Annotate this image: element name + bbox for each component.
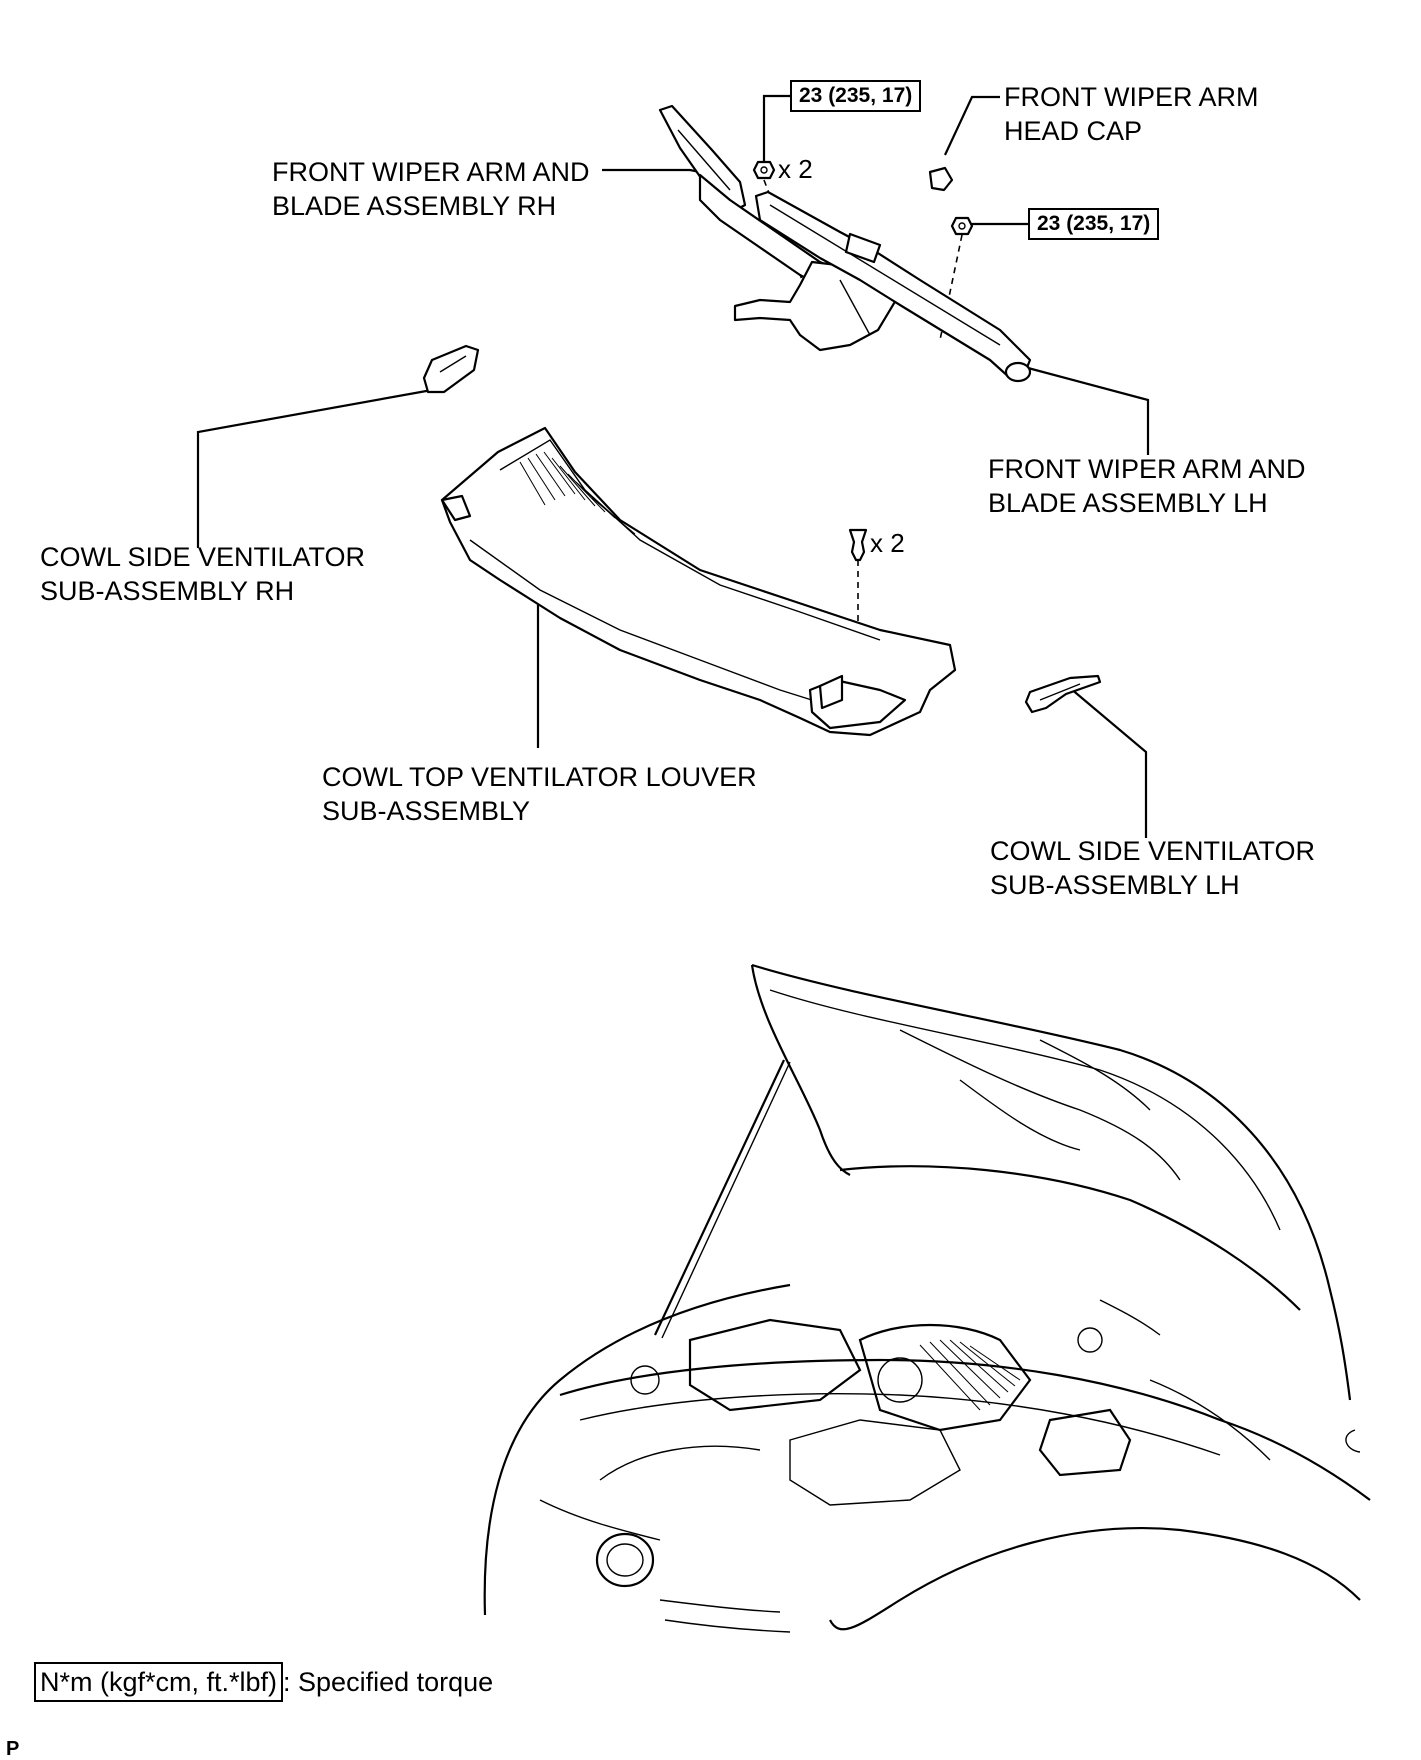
clip-drawing	[848, 528, 868, 562]
label-wiper-arm-lh: FRONT WIPER ARM AND BLADE ASSEMBLY LH	[988, 452, 1306, 520]
cowl-top-louver-drawing	[440, 426, 957, 737]
torque-legend: N*m (kgf*cm, ft.*lbf): Specified torque	[34, 1662, 493, 1702]
footer-mark: P	[6, 1738, 20, 1760]
label-cowl-side-lh-line2: SUB-ASSEMBLY LH	[990, 870, 1240, 900]
label-cowl-side-rh-line2: SUB-ASSEMBLY RH	[40, 576, 295, 606]
label-wiper-arm-rh: FRONT WIPER ARM AND BLADE ASSEMBLY RH	[272, 155, 590, 223]
nut-rh	[752, 160, 776, 180]
label-cowl-top-louver: COWL TOP VENTILATOR LOUVER SUB-ASSEMBLY	[322, 760, 757, 828]
leader-lines	[196, 94, 1150, 838]
torque-callout-rh: 23 (235, 17)	[790, 80, 922, 112]
label-cowl-side-lh: COWL SIDE VENTILATOR SUB-ASSEMBLY LH	[990, 834, 1315, 902]
label-cowl-top-line1: COWL TOP VENTILATOR LOUVER	[322, 762, 757, 792]
label-head-cap-line2: HEAD CAP	[1004, 116, 1143, 146]
cowl-side-lh-drawing	[1024, 674, 1102, 714]
nut-lh	[950, 216, 974, 236]
label-cowl-side-rh-line1: COWL SIDE VENTILATOR	[40, 542, 366, 572]
label-cowl-side-lh-line1: COWL SIDE VENTILATOR	[990, 836, 1316, 866]
quantity-clips: x 2	[870, 528, 905, 558]
label-cowl-side-rh: COWL SIDE VENTILATOR SUB-ASSEMBLY RH	[40, 540, 365, 608]
label-wiper-arm-lh-line1: FRONT WIPER ARM AND	[988, 454, 1306, 484]
wiper-arm-lh-drawing	[754, 190, 1032, 383]
label-wiper-arm-rh-line1: FRONT WIPER ARM AND	[272, 157, 590, 187]
label-head-cap-line1: FRONT WIPER ARM	[1004, 82, 1259, 112]
legend-description: : Specified torque	[283, 1667, 494, 1697]
legend-unit-box: N*m (kgf*cm, ft.*lbf)	[34, 1662, 284, 1702]
label-wiper-arm-rh-line2: BLADE ASSEMBLY RH	[272, 191, 557, 221]
wiper-arm-rh-drawing	[658, 104, 898, 352]
label-wiper-arm-lh-line2: BLADE ASSEMBLY LH	[988, 488, 1268, 518]
torque-callout-lh: 23 (235, 17)	[1028, 208, 1160, 240]
cowl-side-rh-drawing	[422, 344, 480, 394]
quantity-nuts: x 2	[778, 154, 813, 184]
label-head-cap: FRONT WIPER ARM HEAD CAP	[1004, 80, 1259, 148]
label-cowl-top-line2: SUB-ASSEMBLY	[322, 796, 531, 826]
vehicle-engine-bay-drawing	[483, 963, 1371, 1633]
head-cap-drawing	[928, 166, 954, 192]
